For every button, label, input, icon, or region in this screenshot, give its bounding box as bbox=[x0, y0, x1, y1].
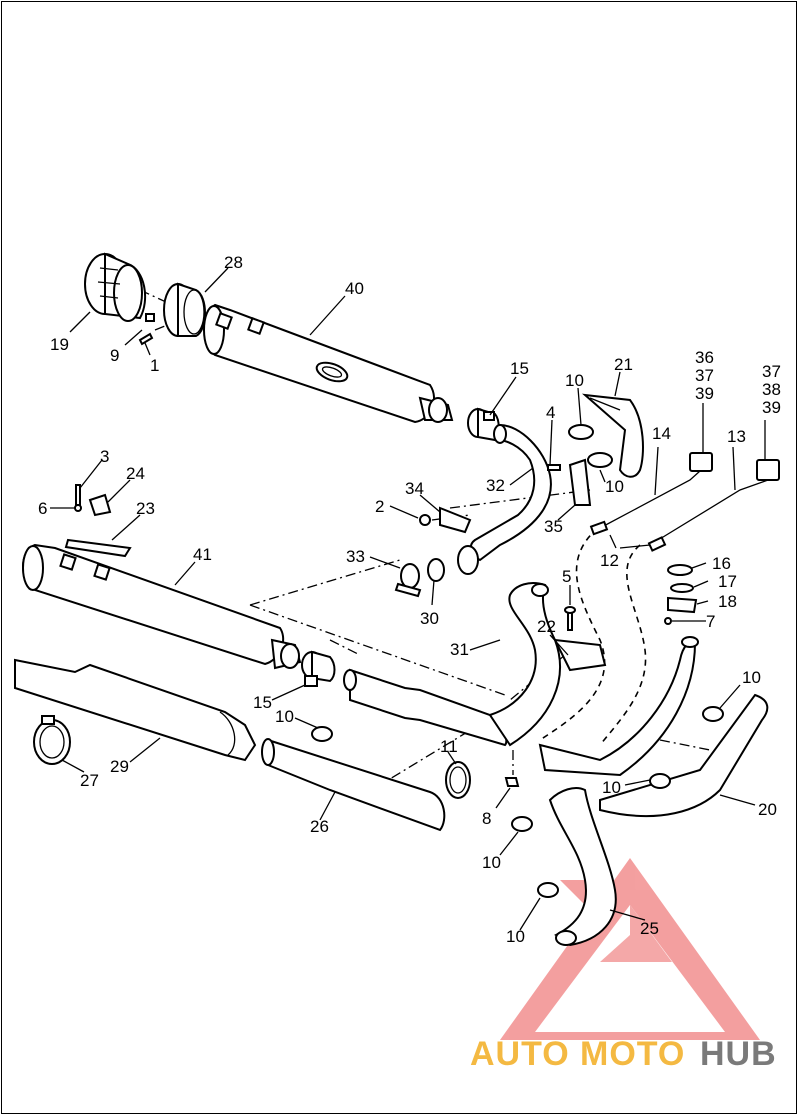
callout-22: 22 bbox=[537, 617, 556, 636]
callout-14: 14 bbox=[652, 424, 671, 443]
callout-10-right-b: 10 bbox=[602, 778, 621, 797]
callout-38: 38 bbox=[762, 380, 781, 399]
callout-10-lower-a: 10 bbox=[275, 707, 294, 726]
upper-muffler-part bbox=[203, 303, 454, 424]
gasket-stack-part bbox=[664, 564, 698, 625]
callout-5: 5 bbox=[562, 567, 571, 586]
callout-10-upper-b: 10 bbox=[605, 477, 624, 496]
callout-17: 17 bbox=[718, 572, 737, 591]
callout-40: 40 bbox=[345, 279, 364, 298]
callout-7: 7 bbox=[706, 612, 715, 631]
hose-clamps-upper bbox=[568, 424, 613, 468]
callout-1: 1 bbox=[150, 356, 159, 375]
small-screws-part bbox=[138, 313, 155, 346]
callout-37-right: 37 bbox=[762, 362, 781, 381]
upper-header-pipe-part bbox=[457, 423, 552, 575]
callout-15-lower: 15 bbox=[253, 693, 272, 712]
small-hardware-part bbox=[64, 484, 132, 558]
callout-30: 30 bbox=[420, 609, 439, 628]
callout-26: 26 bbox=[310, 817, 329, 836]
callout-4: 4 bbox=[546, 403, 555, 422]
callout-labels: 19 28 9 1 40 15 21 10 36 37 39 37 38 39 … bbox=[38, 253, 781, 946]
front-header-pipe-part bbox=[343, 582, 561, 747]
callout-37-left: 37 bbox=[695, 366, 714, 385]
upper-heat-shield-part bbox=[547, 393, 644, 478]
callout-10-right-a: 10 bbox=[742, 668, 761, 687]
callout-41: 41 bbox=[193, 545, 212, 564]
callout-19: 19 bbox=[50, 335, 69, 354]
callout-13: 13 bbox=[727, 427, 746, 446]
callout-9: 9 bbox=[110, 346, 119, 365]
callout-27: 27 bbox=[80, 771, 99, 790]
watermark-auto: AUTO bbox=[470, 1035, 570, 1073]
watermark-hub: HUB bbox=[700, 1035, 777, 1073]
callout-33: 33 bbox=[346, 547, 365, 566]
callout-6: 6 bbox=[38, 499, 47, 518]
clamp-gasket-part bbox=[394, 558, 445, 598]
watermark-text: AUTO MOTO HUB bbox=[470, 1035, 777, 1073]
callout-10-upper-a: 10 bbox=[565, 371, 584, 390]
callout-25: 25 bbox=[640, 919, 659, 938]
callout-16: 16 bbox=[712, 554, 731, 573]
end-cap-part bbox=[84, 252, 147, 322]
callout-10-lower-c: 10 bbox=[506, 927, 525, 946]
callout-20: 20 bbox=[758, 800, 777, 819]
callout-2: 2 bbox=[375, 497, 384, 516]
lower-bracket-part bbox=[445, 606, 607, 799]
callout-29: 29 bbox=[110, 757, 129, 776]
large-hose-clamp-part bbox=[33, 715, 71, 765]
callout-8: 8 bbox=[482, 809, 491, 828]
leader-lines bbox=[50, 267, 766, 931]
lower-muffler-part bbox=[22, 543, 302, 670]
callout-24: 24 bbox=[126, 464, 145, 483]
callout-39-right: 39 bbox=[762, 398, 781, 417]
mount-bracket-part bbox=[419, 506, 472, 534]
rear-pipe-part bbox=[548, 787, 617, 947]
callout-39-left: 39 bbox=[695, 384, 714, 403]
upper-clamp-part bbox=[467, 407, 500, 442]
watermark-moto: MOTO bbox=[580, 1035, 685, 1073]
lower-heat-shield-part bbox=[14, 658, 257, 762]
callout-12: 12 bbox=[600, 551, 619, 570]
lower-rear-shield-part bbox=[599, 693, 769, 818]
rear-header-pipe-part bbox=[538, 636, 699, 777]
callout-34: 34 bbox=[405, 479, 424, 498]
hose-clamps-lower bbox=[311, 706, 724, 898]
callout-28: 28 bbox=[224, 253, 243, 272]
callout-23: 23 bbox=[136, 499, 155, 518]
lower-clamp-part bbox=[301, 650, 336, 687]
callout-18: 18 bbox=[718, 592, 737, 611]
callout-21: 21 bbox=[614, 355, 633, 374]
watermark-logo bbox=[500, 858, 760, 1040]
callout-11: 11 bbox=[440, 737, 458, 756]
callout-31: 31 bbox=[450, 640, 469, 659]
crossover-shield-part bbox=[261, 738, 446, 832]
callout-10-lower-b: 10 bbox=[482, 853, 501, 872]
oxygen-sensors-part bbox=[589, 452, 780, 552]
bracket-part bbox=[568, 458, 592, 506]
callout-3: 3 bbox=[100, 447, 109, 466]
callout-15-upper: 15 bbox=[510, 359, 529, 378]
callout-35: 35 bbox=[544, 517, 563, 536]
callout-36: 36 bbox=[695, 348, 714, 367]
clamp-band-part bbox=[163, 282, 206, 337]
callout-32: 32 bbox=[486, 476, 505, 495]
